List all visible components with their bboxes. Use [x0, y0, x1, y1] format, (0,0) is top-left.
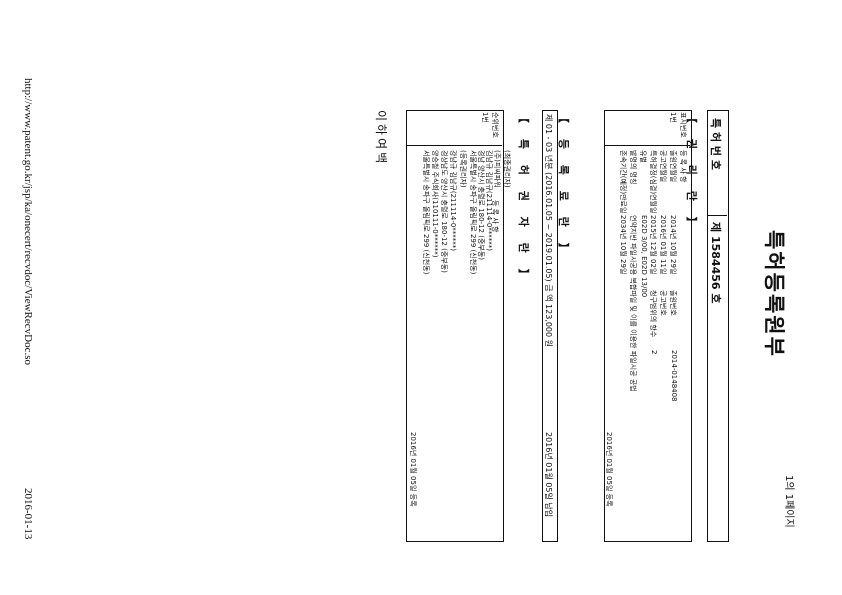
page-count: 1의 1페이지 — [783, 475, 794, 528]
rights-field-value: 2034년 10월 29일 — [619, 215, 627, 275]
rights-field-value: 연약지반 파일시공용 복합파일 및 이를 이용한 파일시공 공법 — [629, 215, 637, 392]
holder-entry-line: (등록권리자) — [459, 150, 467, 188]
holder-entry-line: 경상남도 양산시 충렬로 180-12 (중부동) — [440, 150, 448, 273]
source-url-link[interactable]: http://www.patent.go.kr/jsp/ka/onecert/r… — [22, 78, 34, 365]
fee-paid-date: 2016년 01월 05일 납입 — [544, 432, 553, 518]
rights-header-label: 등 록 사 항 — [679, 150, 687, 183]
fee-period-amount: 제 01 - 03 년분 (2016.01.05 ~ 2019.01.05) 금… — [544, 114, 553, 348]
holder-entry-line: 서울특별시 송파구 올림픽로 299 (신천동) — [422, 150, 430, 275]
rights-field-label: 공고번호 — [659, 290, 667, 316]
end-of-document-note: 이하여백 — [374, 110, 388, 167]
rights-field-label: 출원연월일 — [669, 150, 677, 183]
rights-rank-header: 표시번호 — [679, 112, 687, 138]
rights-field-label: 공고연월일 — [659, 150, 667, 183]
rights-field-label: 출원번호 — [669, 290, 677, 316]
holder-entry-line: 양승철 주식회사(110111-0******) — [431, 150, 439, 258]
holder-entry-line: 강남규 김남규(211114-0******) — [449, 150, 457, 252]
rights-col-divider — [604, 145, 690, 146]
rights-field-value: 2 — [650, 350, 658, 355]
rights-field-label: 유별 — [639, 150, 647, 163]
patent-number-box — [707, 110, 729, 542]
holder-header-label: 등 록 사 항 — [491, 200, 499, 233]
holder-table — [406, 110, 504, 542]
rights-table — [604, 110, 692, 542]
rights-registration-date: 2016년 01월 05일 등록 — [605, 432, 613, 507]
rights-field-value: 2014년 10월 29일 — [669, 215, 677, 275]
rights-field-label: 특허결정(심결)연월일 — [649, 150, 657, 214]
holder-upper-line: (최종권리자) — [503, 150, 511, 188]
print-date: 2016-01-13 — [22, 488, 34, 540]
patent-number-label: 특 허 번 호 — [709, 118, 722, 170]
document-title: 특허등록원부 — [762, 230, 786, 358]
patent-number-divider — [707, 215, 727, 216]
rights-row-number: 1번 — [669, 112, 677, 123]
rights-field-value: 2014-0148408 — [670, 350, 678, 402]
patent-number-value: 제 1584456 호 — [709, 222, 722, 304]
fee-box — [542, 110, 558, 542]
holder-upper-line: 서울특별시 송파구 올림픽로 299 (신천동) — [469, 150, 477, 275]
holder-rank-header: 순위번호 — [491, 112, 499, 138]
holder-col-divider — [406, 145, 502, 146]
rights-field-label: 발명의 명칭 — [629, 150, 637, 185]
rights-field-label: 청구범위의 항수 — [649, 290, 657, 338]
holder-section-title: 【 특 허 권 자 란 】 — [517, 112, 530, 286]
fee-section-title: 【 등 록 료 란 】 — [557, 112, 570, 260]
holder-entry-date: 2016년 01월 05일 등록 — [409, 432, 417, 507]
rights-field-value: 2016년 01월 11일 — [659, 215, 667, 275]
holder-entry-number: 1번 — [481, 112, 489, 123]
rights-field-value: E02D 3/00, E02D 13/00 — [640, 215, 648, 298]
rights-field-label: 존속기간(예정)만료일 — [619, 150, 627, 214]
rights-field-value: 2015년 12월 02일 — [649, 215, 657, 275]
